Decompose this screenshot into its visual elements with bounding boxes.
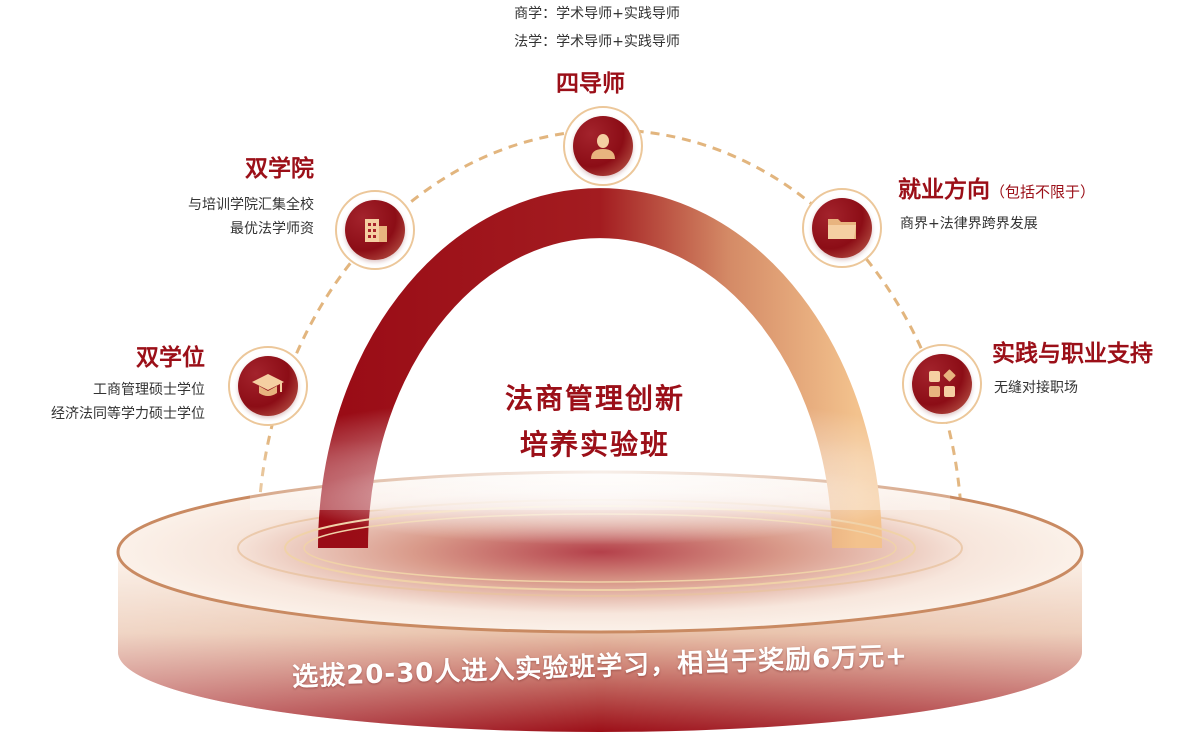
folder-icon [812, 198, 872, 258]
node-career [802, 188, 882, 268]
node-four-mentors [563, 106, 643, 186]
node-title-double-degree: 双学位 [136, 345, 205, 371]
graduation-cap-icon [238, 356, 298, 416]
node-desc-career: 商界+法律界跨界发展 [900, 216, 1038, 232]
person-icon [573, 116, 633, 176]
central-arch [318, 188, 882, 549]
node-practice [902, 344, 982, 424]
building-icon [345, 200, 405, 260]
node-desc-four-mentors: 商学：学术导师+实践导师 法学：学术导师+实践导师 [514, 6, 680, 50]
node-title-practice: 实践与职业支持 [992, 341, 1153, 367]
node-title-career: 就业方向（包括不限于） [898, 177, 1096, 203]
node-desc-double-degree: 工商管理硕士学位 经济法同等学力硕士学位 [51, 382, 205, 422]
center-program-title: 法商管理创新 培养实验班 [504, 382, 685, 461]
node-desc-double-college: 与培训学院汇集全校 最优法学师资 [188, 197, 314, 237]
node-desc-practice: 无缝对接职场 [994, 380, 1078, 396]
apps-icon [912, 354, 972, 414]
node-double-college [335, 190, 415, 270]
node-double-degree [228, 346, 308, 426]
node-title-double-college: 双学院 [245, 156, 314, 182]
node-title-four-mentors: 四导师 [556, 71, 625, 97]
